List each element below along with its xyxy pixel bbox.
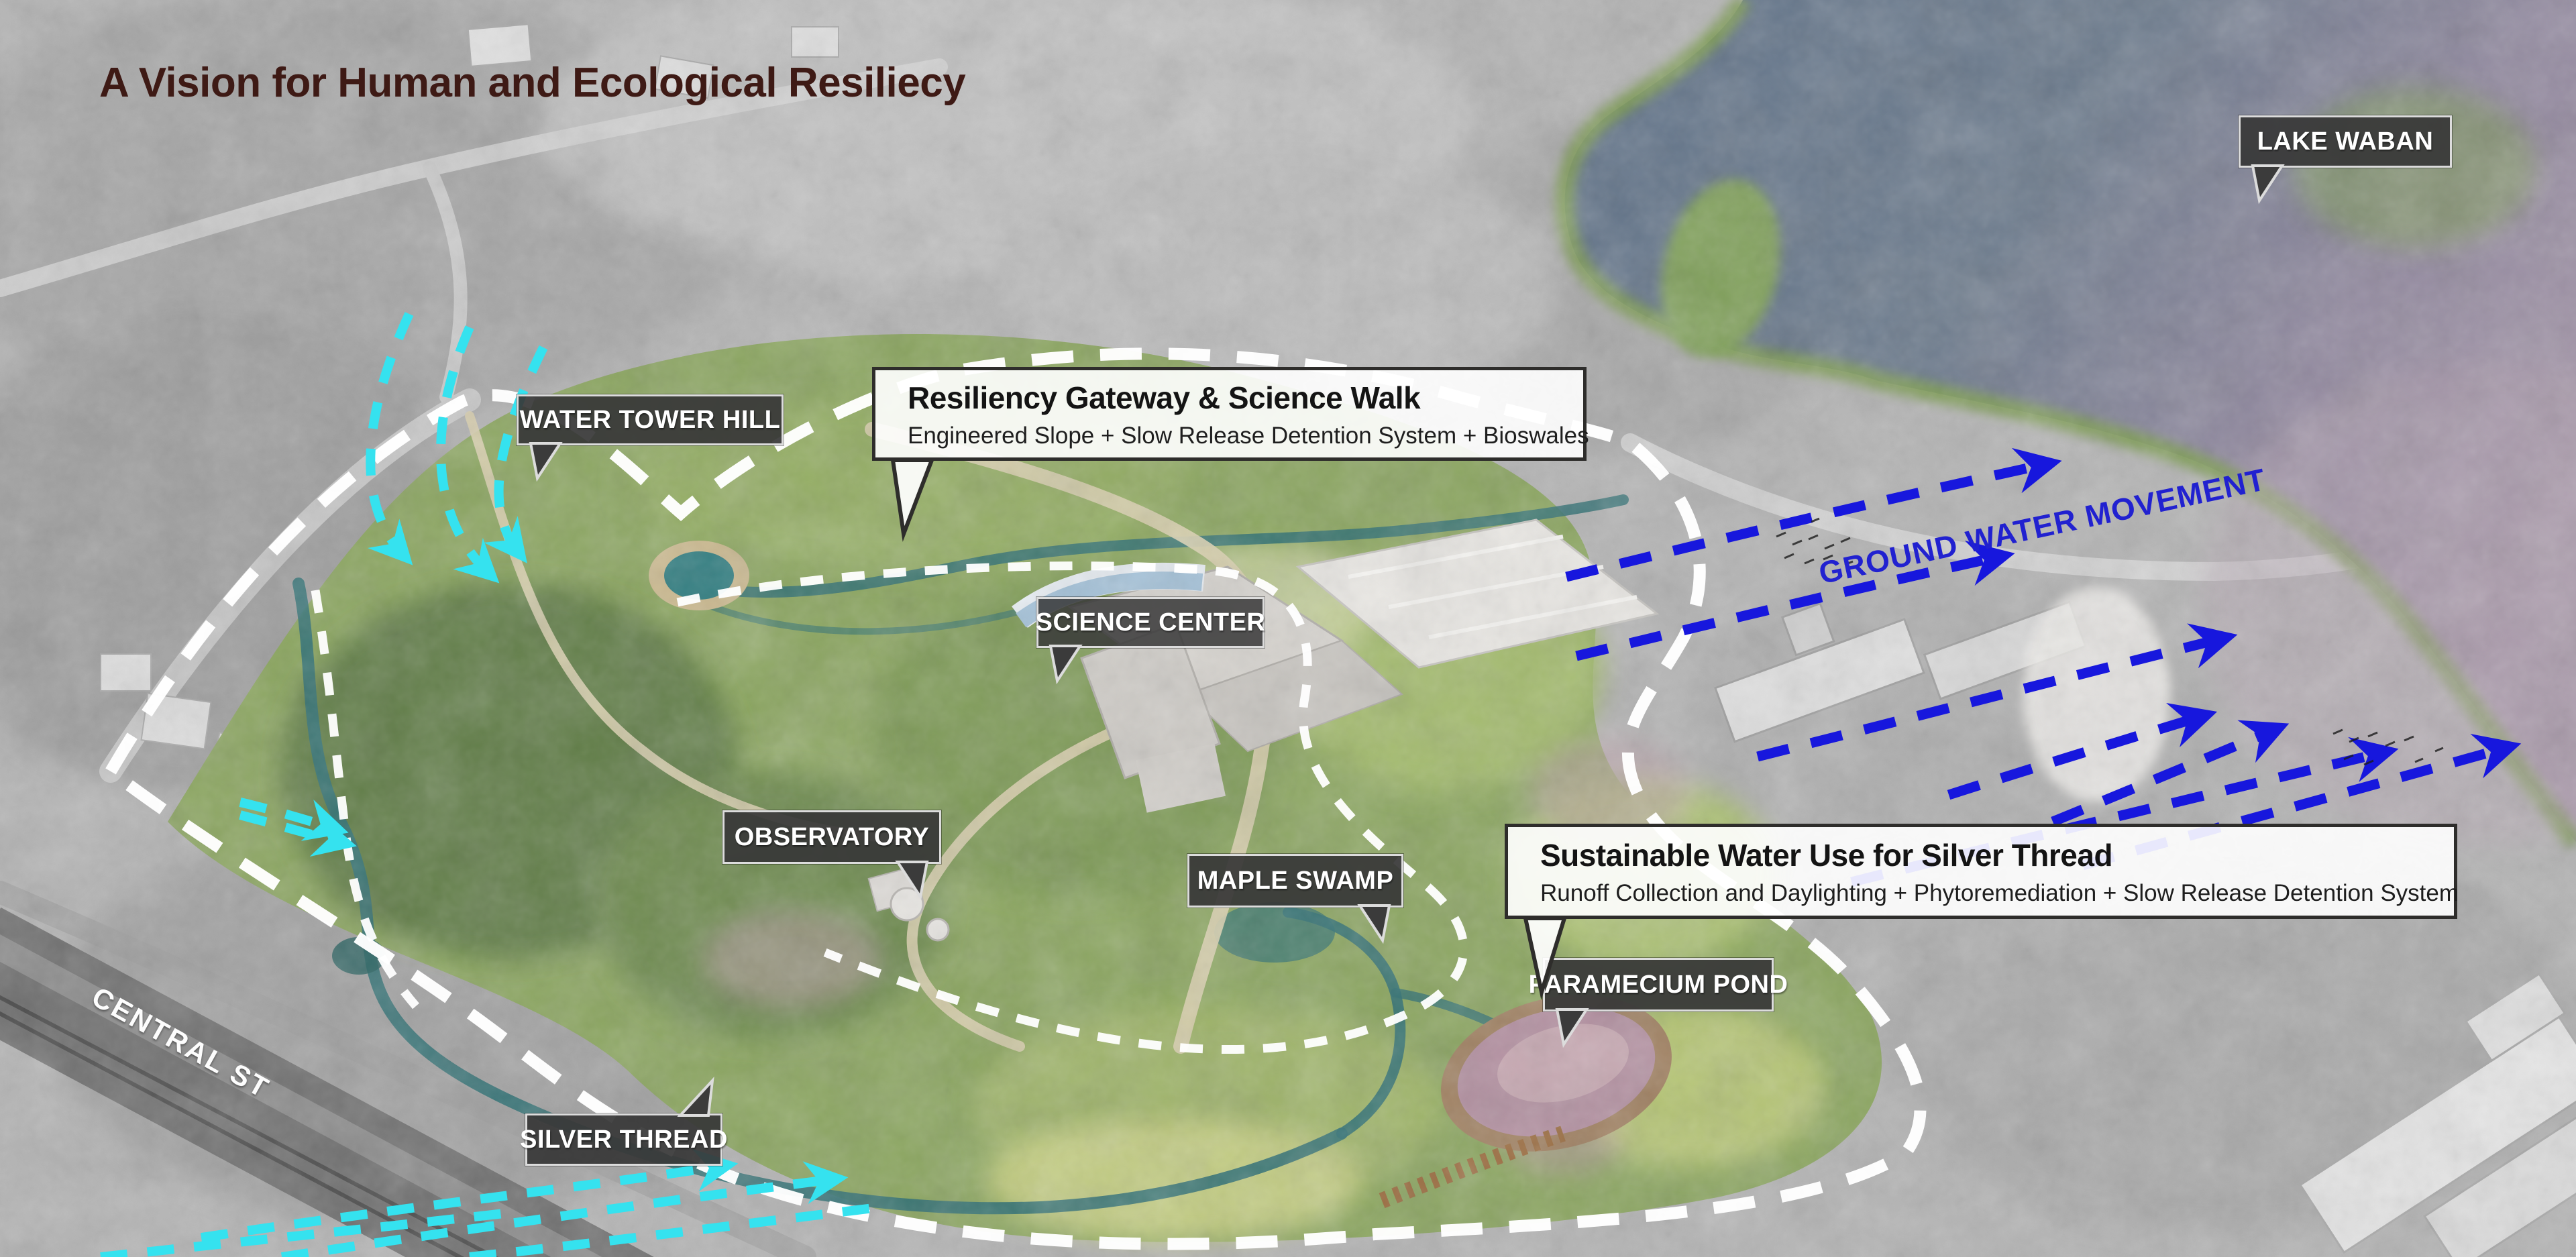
stream-corridor-loop-dashed [676, 561, 1468, 1054]
site-boundary-dashed [103, 347, 1927, 1250]
place-label-silver-thread: SILVER THREAD [520, 1077, 727, 1166]
callout-resiliency-gateway: Resiliency Gateway & Science Walk Engine… [872, 367, 1589, 542]
page-title: A Vision for Human and Ecological Resili… [99, 60, 966, 106]
callout-pointer-tail [1523, 916, 1568, 1000]
label-pointer-tail [895, 861, 929, 901]
callout-title: Resiliency Gateway & Science Walk [908, 380, 1421, 415]
place-label-text: PARAMECIUM POND [1528, 970, 1788, 999]
callout-pointer-tail [890, 458, 935, 542]
place-label-science-center: SCIENCE CENTER [1035, 597, 1266, 685]
callout-title: Sustainable Water Use for Silver Thread [1540, 838, 2113, 873]
place-label-text: WATER TOWER HILL [519, 405, 781, 434]
place-label-paramecium-pond: PARAMECIUM POND [1529, 958, 1788, 1048]
label-pointer-tail [529, 442, 563, 482]
west-zone-line-dashed [311, 589, 419, 1009]
label-pointer-tail [2251, 164, 2285, 205]
place-label-lake-waban: LAKE WABAN [2239, 115, 2452, 205]
place-label-observatory: OBSERVATORY [722, 810, 941, 901]
place-label-text: MAPLE SWAMP [1197, 866, 1394, 895]
callout-subtitle: Engineered Slope + Slow Release Detentio… [908, 423, 1589, 449]
surface-flow-arrows [100, 312, 879, 1257]
bird-flocks [1776, 517, 2444, 766]
label-pointer-tail [1049, 645, 1083, 685]
place-label-maple-swamp: MAPLE SWAMP [1187, 854, 1403, 944]
place-label-text: LAKE WABAN [2257, 127, 2434, 156]
label-pointer-tail [1555, 1008, 1589, 1048]
place-label-water-tower-hill: WATER TOWER HILL [517, 394, 784, 482]
place-label-text: SCIENCE CENTER [1035, 608, 1266, 637]
callout-sustainable-water: Sustainable Water Use for Silver Thread … [1505, 824, 2459, 1000]
place-label-text: SILVER THREAD [520, 1125, 728, 1154]
place-label-text: OBSERVATORY [734, 822, 930, 851]
label-pointer-tail [1357, 904, 1391, 944]
callout-subtitle: Runoff Collection and Daylighting + Phyt… [1540, 880, 2459, 906]
label-pointer-tail [677, 1077, 714, 1117]
